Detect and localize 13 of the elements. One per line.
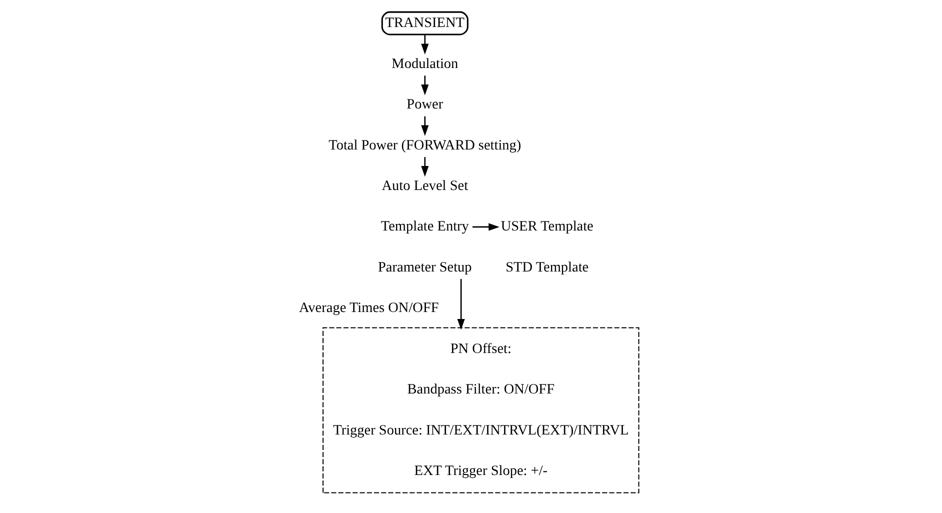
- node-text: Trigger Source: INT/EXT/INTRVL(EXT)/INTRVL: [332, 422, 628, 438]
- node-text: Power: [406, 96, 443, 113]
- node-text: Auto Level Set: [381, 178, 468, 194]
- node-text: Total Power (FORWARD setting): [328, 137, 521, 154]
- node-text: Template Entry: [380, 218, 468, 235]
- node-text: Modulation: [391, 56, 458, 72]
- node-text: PN Offset:: [450, 340, 511, 357]
- node-text: Average Times ON/OFF: [298, 300, 438, 316]
- node-text: USER Template: [500, 218, 593, 235]
- node-text: STD Template: [505, 259, 588, 276]
- node-text: Parameter Setup: [378, 259, 472, 276]
- node-text: EXT Trigger Slope: +/-: [414, 463, 548, 480]
- node-text: Bandpass Filter: ON/OFF: [406, 382, 554, 398]
